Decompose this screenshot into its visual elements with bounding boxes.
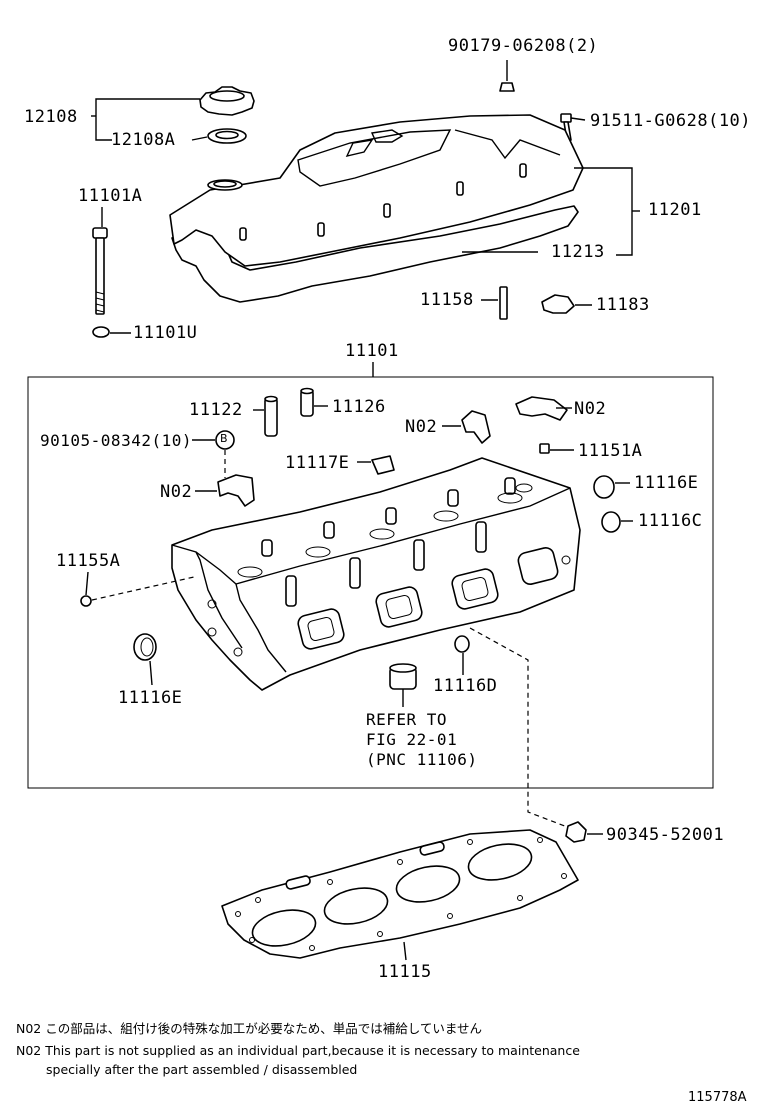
note-n02-japanese: N02 この部品は、組付け後の特殊な加工が必要なため、単品では補給していません xyxy=(16,1021,482,1036)
oil-filler-cap-part xyxy=(199,86,255,116)
cylinder-head-group-box xyxy=(27,376,714,789)
label-11116c: 11116C xyxy=(638,511,703,531)
bearing-cap-n02-left-part xyxy=(217,474,255,507)
label-11115: 11115 xyxy=(378,962,432,982)
label-11183: 11183 xyxy=(596,295,650,315)
label-11126: 11126 xyxy=(332,397,386,417)
label-11201: 11201 xyxy=(648,200,702,220)
label-11213: 11213 xyxy=(551,242,605,262)
note-n02-english-line1: N02 This part is not supplied as an indi… xyxy=(16,1043,580,1058)
label-11158: 11158 xyxy=(420,290,474,310)
label-11155a: 11155A xyxy=(56,551,121,571)
label-90179: 90179-06208(2) xyxy=(448,36,599,56)
pin-11122-part xyxy=(264,395,278,437)
plug-11116c-part xyxy=(601,511,621,533)
label-b-circle: B xyxy=(220,432,228,445)
label-11122: 11122 xyxy=(189,400,243,420)
label-11151a: 11151A xyxy=(578,441,643,461)
label-refer-2: FIG 22-01 xyxy=(366,730,458,749)
label-12108a: 12108A xyxy=(111,130,176,150)
label-11101a: 11101A xyxy=(78,186,143,206)
bearing-cap-n02-right-part xyxy=(515,396,568,421)
plug-11116e-left-part xyxy=(133,633,157,661)
label-90345: 90345-52001 xyxy=(606,825,725,845)
stud-11158-part xyxy=(499,286,508,320)
label-11116d: 11116D xyxy=(433,676,498,696)
stud-bolt-part xyxy=(92,227,108,315)
label-91511: 91511-G0628(10) xyxy=(590,111,752,131)
label-12108: 12108 xyxy=(24,107,78,127)
oil-filler-gasket-part xyxy=(207,128,247,144)
head-gasket-part xyxy=(221,829,579,959)
label-11116e-right: 11116E xyxy=(634,473,699,493)
stud-washer-part xyxy=(92,326,110,338)
label-n02-left: N02 xyxy=(160,482,193,502)
label-refer-3: (PNC 11106) xyxy=(366,750,478,769)
label-refer-1: REFER TO xyxy=(366,710,448,729)
plug-90345-part xyxy=(565,821,587,843)
bracket-11183-part xyxy=(541,294,575,314)
label-11117e: 11117E xyxy=(285,453,350,473)
plug-11117e-part xyxy=(371,455,395,475)
plug-11116d-part xyxy=(454,635,470,653)
cylinder-head-part xyxy=(171,457,581,691)
figure-id: 115778A xyxy=(688,1090,747,1105)
bearing-cap-n02-mid-part xyxy=(461,410,491,444)
label-11101: 11101 xyxy=(345,341,399,361)
nut-90179-part xyxy=(499,82,515,92)
plug-11151a-part xyxy=(539,443,550,454)
valve-guide-ref-part xyxy=(389,663,417,690)
cylinder-head-cover-part xyxy=(169,114,584,303)
plug-11155a-part xyxy=(80,595,92,607)
label-n02-mid: N02 xyxy=(405,417,438,437)
note-n02-english-line2: specially after the part assembled / dis… xyxy=(46,1062,358,1077)
plug-11116e-right-part xyxy=(593,475,615,499)
label-90105: 90105-08342(10) xyxy=(40,431,192,450)
pin-11126-part xyxy=(300,387,314,417)
label-11116e-left: 11116E xyxy=(118,688,183,708)
label-11101u: 11101U xyxy=(133,323,198,343)
label-n02-right: N02 xyxy=(574,399,607,419)
